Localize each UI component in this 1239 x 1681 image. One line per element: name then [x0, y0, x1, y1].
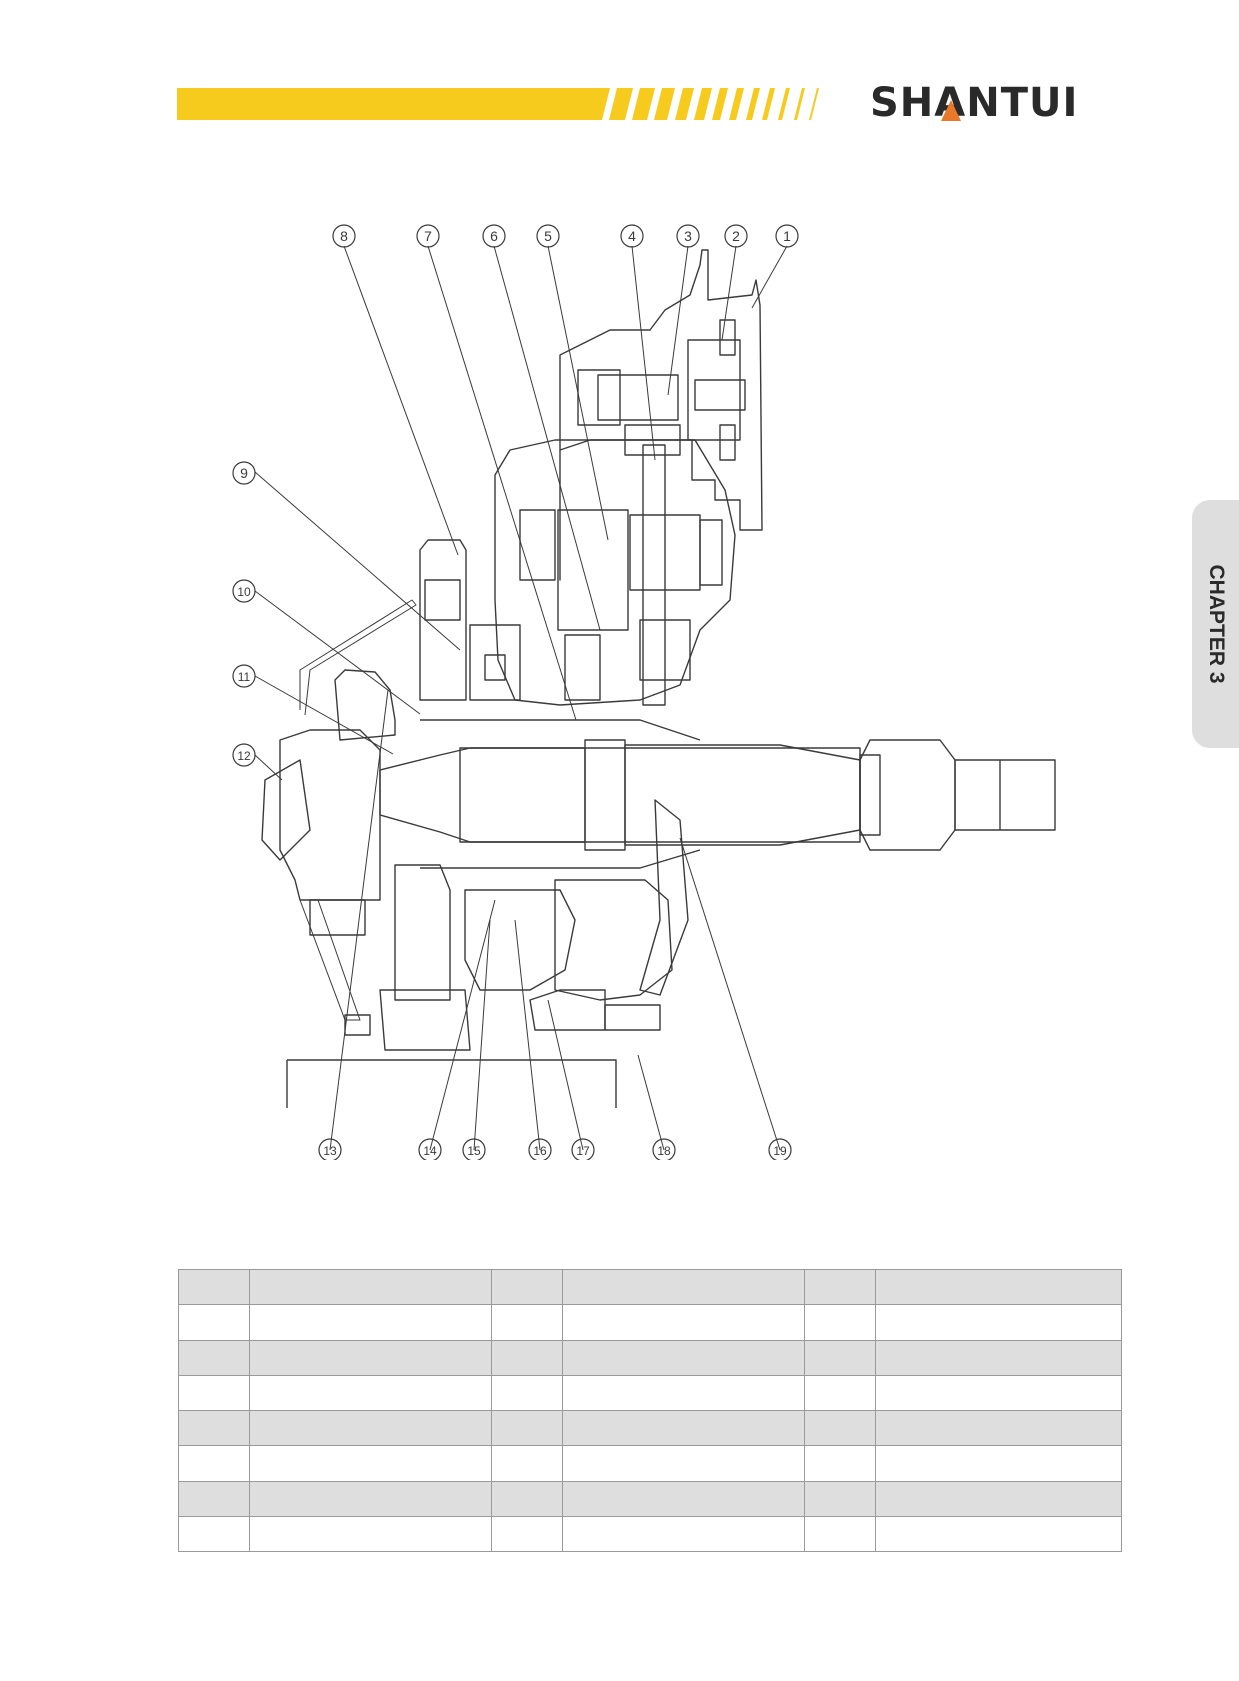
table-cell: [875, 1515, 1122, 1553]
table-cell: [562, 1374, 805, 1412]
shantui-logo: SHANTUI: [870, 80, 1078, 126]
callout-10: 10: [237, 585, 251, 599]
table-cell: [491, 1409, 563, 1447]
table-cell: [562, 1515, 805, 1553]
table-cell: [875, 1374, 1122, 1412]
callout-12: 12: [237, 749, 251, 763]
table-cell: [491, 1304, 563, 1341]
callout-15: 15: [467, 1144, 481, 1158]
table-cell: [178, 1445, 250, 1482]
callout-7: 7: [424, 228, 432, 244]
table-cell: [804, 1515, 876, 1553]
table-cell: [804, 1480, 876, 1517]
table-row: [178, 1374, 1122, 1412]
callout-13: 13: [323, 1144, 337, 1158]
callout-9: 9: [240, 465, 248, 481]
callout-16: 16: [533, 1144, 547, 1158]
table-cell: [249, 1480, 492, 1517]
table-cell: [491, 1445, 563, 1482]
table-cell: [562, 1445, 805, 1482]
table-cell: [875, 1409, 1122, 1447]
callout-numbers: 8 7 6 5 4 3 2 1 9 10 11 12 13 14 15 16 1…: [237, 228, 791, 1158]
left-housing: [261, 539, 521, 936]
parts-list-table: [178, 1268, 1122, 1553]
table-cell: [804, 1268, 876, 1306]
main-shaft: [379, 719, 1056, 869]
table-cell: [562, 1268, 805, 1306]
table-row: [178, 1409, 1122, 1447]
table-cell: [249, 1268, 492, 1306]
header-yellow-bar: [177, 88, 592, 120]
table-row: [178, 1304, 1122, 1341]
table-cell: [875, 1445, 1122, 1482]
callout-5: 5: [544, 228, 552, 244]
table-cell: [491, 1339, 563, 1376]
callout-14: 14: [423, 1144, 437, 1158]
table-row: [178, 1445, 1122, 1482]
callout-19: 19: [773, 1144, 787, 1158]
table-cell: [178, 1409, 250, 1447]
callout-circles: [232, 224, 799, 1160]
table-cell: [249, 1374, 492, 1412]
table-cell: [178, 1374, 250, 1412]
table-row: [178, 1515, 1122, 1553]
callout-17: 17: [576, 1144, 590, 1158]
table-cell: [491, 1515, 563, 1553]
callout-11: 11: [238, 670, 251, 684]
table-cell: [249, 1339, 492, 1376]
table-row: [178, 1480, 1122, 1517]
callout-4: 4: [628, 228, 636, 244]
table-cell: [562, 1480, 805, 1517]
lower-housing: [379, 799, 689, 1051]
callout-1: 1: [783, 228, 791, 244]
leader-lines: [254, 245, 788, 1151]
table-cell: [562, 1304, 805, 1341]
table-cell: [249, 1409, 492, 1447]
central-gear-train: [494, 439, 736, 706]
table-cell: [804, 1374, 876, 1412]
table-cell: [249, 1515, 492, 1553]
table-cell: [562, 1409, 805, 1447]
callout-8: 8: [340, 228, 348, 244]
base-frame: [286, 899, 617, 1108]
brand-name: SHANTUI: [870, 80, 1079, 126]
table-cell: [491, 1268, 563, 1306]
table-cell: [178, 1339, 250, 1376]
table-cell: [804, 1409, 876, 1447]
table-cell: [178, 1515, 250, 1553]
table-cell: [249, 1445, 492, 1482]
table-cell: [562, 1339, 805, 1376]
table-header-row: [178, 1268, 1122, 1306]
sectional-drawing: 8 7 6 5 4 3 2 1 9 10 11 12 13 14 15 16 1…: [232, 224, 1056, 1160]
callout-6: 6: [490, 228, 498, 244]
table-cell: [804, 1304, 876, 1341]
table-cell: [178, 1304, 250, 1341]
table-cell: [249, 1304, 492, 1341]
header-stripe: [177, 88, 819, 120]
upper-gear-housing: [559, 249, 763, 581]
table-cell: [178, 1268, 250, 1306]
table-cell: [804, 1339, 876, 1376]
callout-2: 2: [732, 228, 740, 244]
table-cell: [178, 1480, 250, 1517]
table-cell: [491, 1374, 563, 1412]
chapter-tab[interactable]: [1192, 500, 1239, 748]
table-cell: [875, 1304, 1122, 1341]
header-slash-marks: [584, 88, 819, 120]
table-cell: [875, 1339, 1122, 1376]
table-cell: [875, 1268, 1122, 1306]
table-cell: [491, 1480, 563, 1517]
callout-3: 3: [684, 228, 692, 244]
callout-18: 18: [657, 1144, 671, 1158]
table-row: [178, 1339, 1122, 1376]
table-cell: [875, 1480, 1122, 1517]
table-cell: [804, 1445, 876, 1482]
logo-accent-triangle: [941, 100, 961, 121]
